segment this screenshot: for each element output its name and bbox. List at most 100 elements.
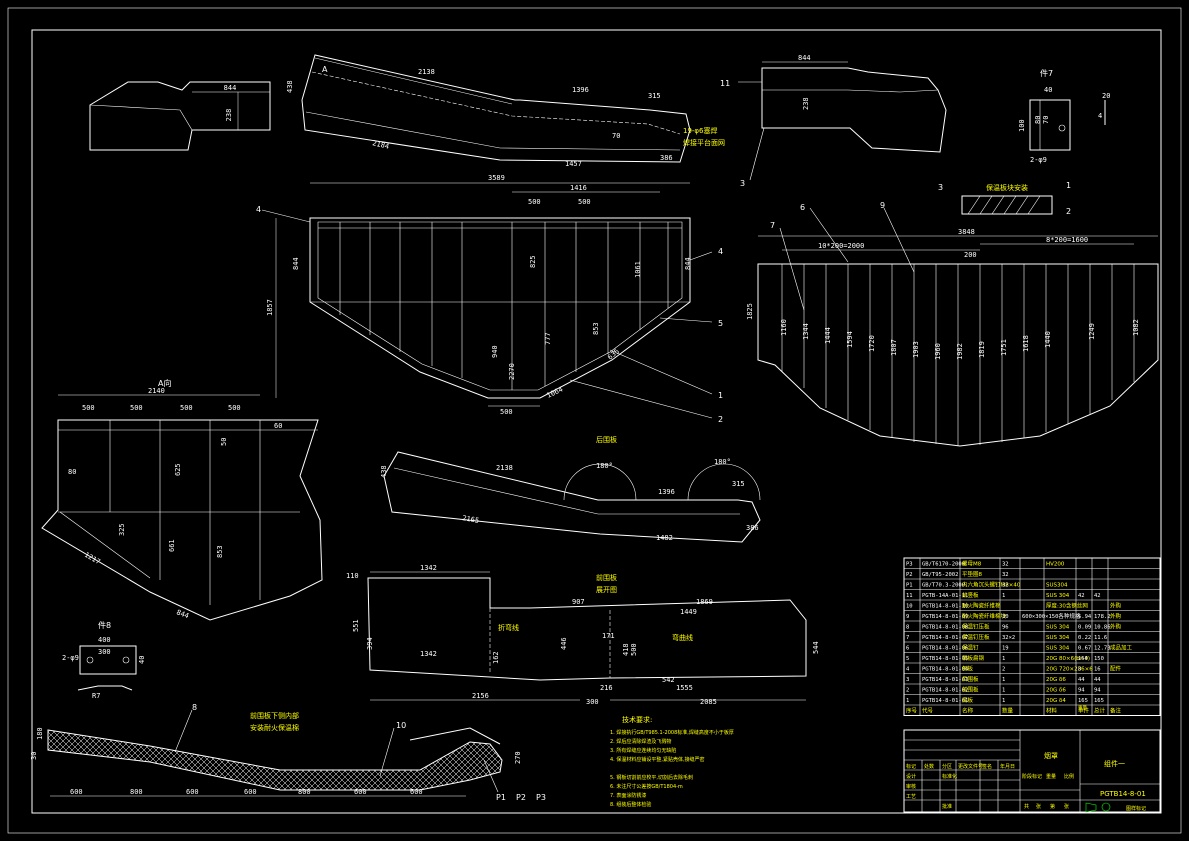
callout-4-right: 4 <box>718 247 723 256</box>
bom-cell: 0.22 <box>1078 635 1091 641</box>
bom-cell: 4 <box>906 667 910 673</box>
rib-dim: 1444 <box>824 327 832 344</box>
dim: 800 <box>298 788 311 796</box>
bom-cell: 94 <box>1094 688 1101 694</box>
dim-2165: 2165 <box>462 514 480 525</box>
dim-50: 50 <box>220 438 228 446</box>
bom-cell: 11.6 <box>1094 635 1107 641</box>
dim-162: 162 <box>492 651 500 664</box>
callout-1: 1 <box>718 391 723 400</box>
rib-dim: 1751 <box>1000 339 1008 356</box>
note-line: 5. 钢板切割前应校平,切割后去除毛刺 <box>610 774 693 781</box>
weld-note-1: 19-φ6塞焊 <box>683 126 718 135</box>
dim-661: 661 <box>168 539 176 552</box>
plate-tag: P1 <box>496 793 506 802</box>
note-line: 3. 所有焊缝应连续均匀无缺陷 <box>610 747 676 754</box>
dim-1396: 1396 <box>572 86 589 94</box>
dim-325: 325 <box>118 523 126 536</box>
bom-cell: 600×300×150各种规格 <box>1022 612 1081 620</box>
bom-cell: 1 <box>1002 677 1005 683</box>
bom-cell: 165 <box>1078 698 1088 704</box>
bom-cell: 19 <box>1002 646 1009 652</box>
dim-2184: 2184 <box>372 139 390 151</box>
side-view: 3848 10*200=2000 8*200=1600 200 1825 116… <box>746 201 1159 447</box>
bom-cell: PGTB14-8-01-08 <box>922 625 968 631</box>
callout-9: 9 <box>880 201 885 210</box>
tb-label: 重量 <box>1046 773 1056 780</box>
a-view: A向 2140 500 500 500 500 60 50 625 80 325… <box>41 378 323 621</box>
detail-title: 件7 <box>1040 68 1053 78</box>
bom-cell: SUS 304 <box>1046 646 1070 652</box>
tb-label: 标记 <box>906 763 916 770</box>
dim-1416: 1416 <box>570 184 587 192</box>
dim-110: 110 <box>346 572 359 580</box>
dim-544: 544 <box>812 641 820 654</box>
dim-1342: 1342 <box>420 564 437 572</box>
dim-20: 20 <box>1102 92 1110 100</box>
note-line: 1. 焊接执行GB/T985.1-2008标准,焊缝高度不小于板厚 <box>610 729 734 736</box>
bom-cell: 165 <box>1094 698 1104 704</box>
bom-cell: 10 <box>906 604 913 610</box>
bom-weight-header: 重量 <box>1078 704 1087 711</box>
bom-cell: 0.09 <box>1078 625 1091 631</box>
bom-cell: 20G 720×236×6 <box>1046 667 1093 673</box>
tb-label: 比例 <box>1064 773 1074 780</box>
weld-note-2: 焊接平台面网 <box>683 138 725 147</box>
bom-cell: PGTB14-8-01-06 <box>922 646 968 652</box>
bom-cell: 94 <box>1078 688 1085 694</box>
bom-cell: 42 <box>1078 593 1085 599</box>
bom-cell: 44 <box>1078 677 1085 683</box>
dim-80: 80 <box>68 468 76 476</box>
bottom-section-view: 前围板下侧内部 安装耐火保温棉 600 800 600 600 800 600 … <box>30 703 546 802</box>
rib-dim: 1982 <box>956 343 964 360</box>
dim-635: 635 <box>606 347 621 361</box>
tech-notes-title: 技术要求: <box>622 715 652 724</box>
dim-2140: 2140 <box>148 387 165 395</box>
bom-cell: 32 <box>1002 562 1009 568</box>
dim-853: 853 <box>592 322 600 335</box>
bom-cell: PGTB14-8-01-04 <box>922 667 969 673</box>
dim-500: 500 <box>130 404 143 412</box>
dim-500: 500 <box>82 404 95 412</box>
assembly-name: 组件一 <box>1104 759 1125 768</box>
bom-cell: GB/T95-2002 <box>922 572 958 578</box>
dim-1825: 1825 <box>746 303 754 320</box>
bom-header-cell: 总计 <box>1094 707 1106 715</box>
bom-cell: 178.2 <box>1094 614 1111 620</box>
bom-cell: GB/T70.3-2000 <box>922 583 965 589</box>
dim-315: 315 <box>648 92 661 100</box>
dim: 270 <box>514 751 522 764</box>
tb-label: 第 <box>1050 803 1055 810</box>
dim-551: 551 <box>352 619 360 632</box>
tb-label: 阶段标记 <box>1022 773 1042 780</box>
bom-cell: 底板 <box>962 696 974 704</box>
dim: 30 <box>30 752 38 760</box>
bom-cell: 1 <box>1002 656 1005 662</box>
bom-cell: 30 <box>1002 614 1009 620</box>
callout-2: 2 <box>1066 207 1071 216</box>
dim-100: 100 <box>1018 119 1026 132</box>
bom-cell: 外购 <box>1110 623 1122 631</box>
rib-dim: 1807 <box>890 339 898 356</box>
dim-40: 40 <box>138 656 146 664</box>
note-line: 6. 未注尺寸公差按GB/T1804-m <box>610 783 683 790</box>
dim: 600 <box>186 788 199 796</box>
radius: R7 <box>92 692 100 700</box>
dim: 800 <box>130 788 143 796</box>
bom-cell: 12.73 <box>1094 646 1111 652</box>
bom-cell: PGTB14-8-01-05 <box>922 656 968 662</box>
outer-border <box>7 7 1182 834</box>
bom-cell: 96 <box>1002 625 1009 631</box>
dim-80: 80 <box>1034 116 1042 124</box>
callout-8: 8 <box>192 703 197 712</box>
angle-180: 180° <box>596 462 613 470</box>
view-label: A向 <box>158 378 171 388</box>
bom-cell: 9 <box>906 614 909 620</box>
bom-cell: 44 <box>1094 677 1101 683</box>
tb-label: 图样标记 <box>1126 805 1146 812</box>
bom-cell: 150 <box>1094 656 1104 662</box>
dim-400: 400 <box>98 636 111 644</box>
note-line: 4. 保温材料应铺设平整,紧贴壳体,接缝严密 <box>610 756 705 763</box>
bom-cell: 耐火陶瓷纤维棉 <box>962 602 1001 610</box>
